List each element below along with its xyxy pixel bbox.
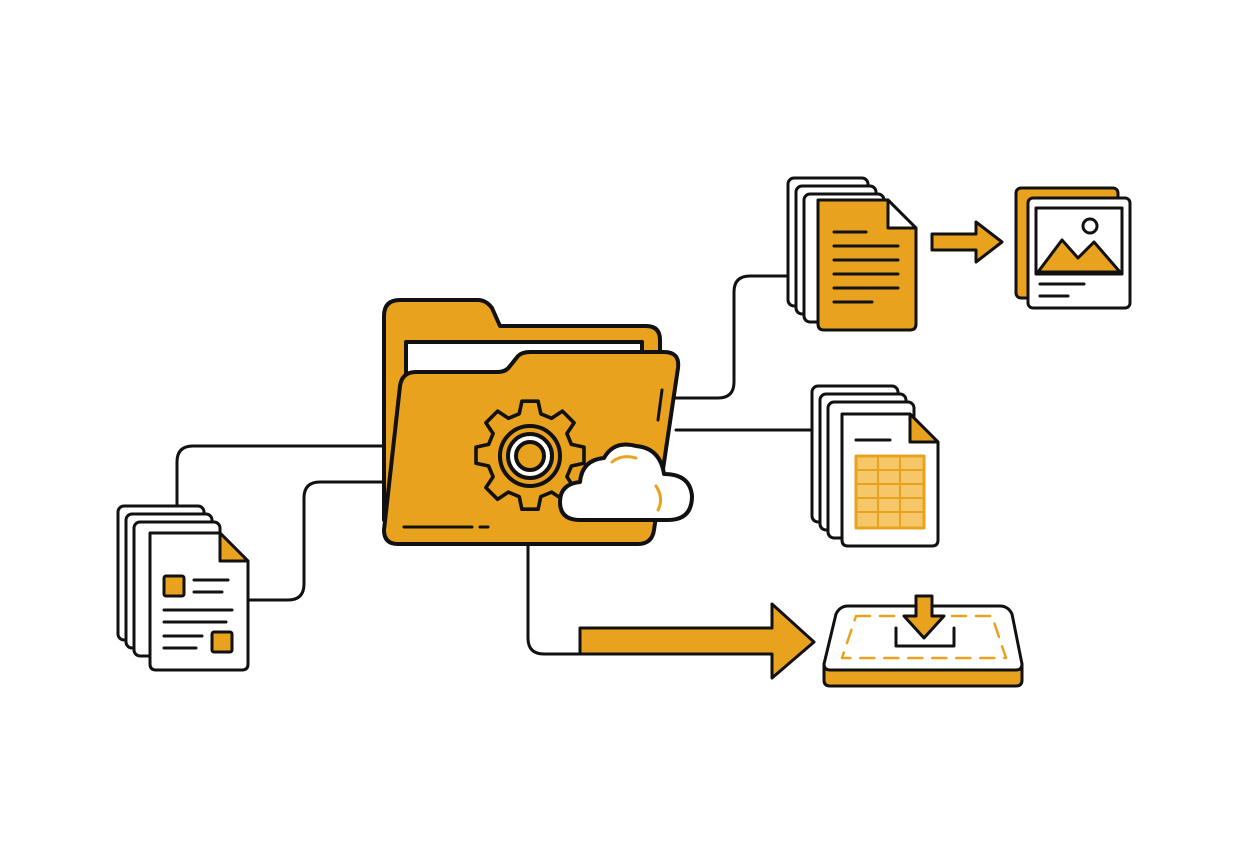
download-arrow-icon [902,594,946,640]
connector-folder-to-download [526,540,584,656]
arrow-to-image [930,220,1004,264]
spreadsheet-stack-icon [810,384,940,548]
connector-docs-side-to-folder [248,480,388,602]
folder-gear-cloud-icon [382,298,694,546]
connector-folder-to-text-docs [674,274,794,400]
connectors [175,274,818,656]
gear-icon [474,399,586,512]
text-document-stack-icon [786,176,918,332]
arrow-to-download [578,602,816,680]
download-tray-icon [822,594,1024,688]
cloud-icon [558,442,694,522]
connector-docs-top-to-folder [175,444,388,510]
image-file-icon [1014,186,1132,310]
document-stack-icon [116,504,250,672]
